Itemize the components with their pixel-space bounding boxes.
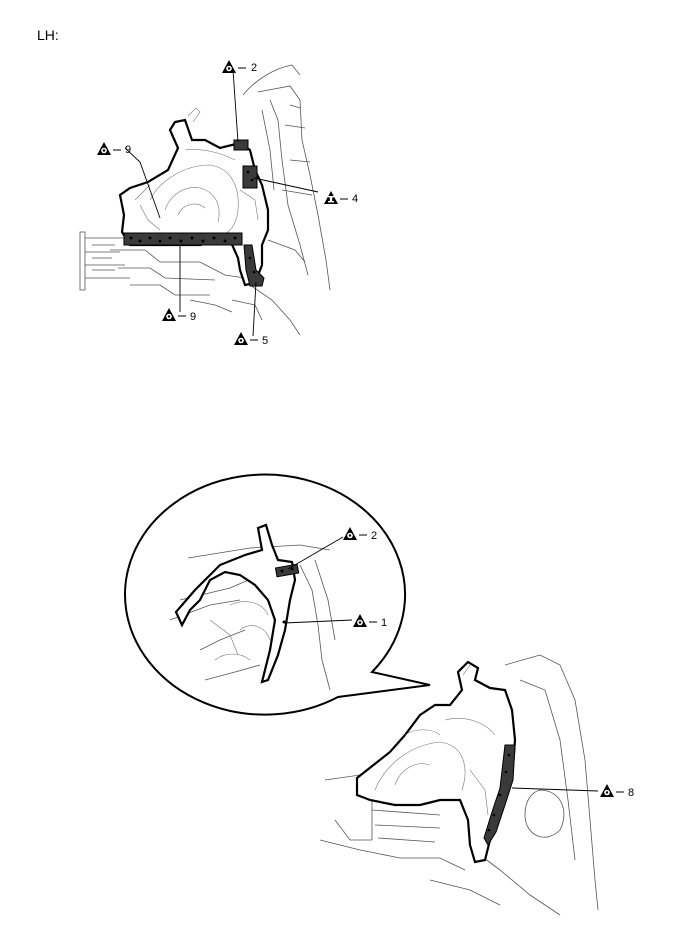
callout-label: 2 xyxy=(371,530,377,542)
weld-spot-icon xyxy=(600,784,614,797)
callout-label: 9 xyxy=(190,311,196,323)
bottom-assembly: 2 1 8 xyxy=(124,473,634,916)
weld-spot-icon xyxy=(162,308,176,321)
callout-label: 4 xyxy=(352,193,358,205)
top-weld-strip-bottom xyxy=(123,232,243,246)
page-label: LH: xyxy=(37,27,59,43)
lower-panel-details xyxy=(374,664,496,816)
top-assembly: 2 9 4 9 5 xyxy=(79,60,358,347)
weld-info-icon xyxy=(324,191,338,204)
lower-inner-panel xyxy=(355,660,517,864)
top-weld-patch-upper xyxy=(233,139,249,151)
bottom-leaders xyxy=(283,536,599,792)
lower-body-structure xyxy=(319,654,599,916)
bubble-weld-patch xyxy=(274,563,300,578)
weld-spot-icon xyxy=(222,60,236,73)
callout-label: 5 xyxy=(262,335,268,347)
callout-label: 9 xyxy=(125,144,131,156)
top-panel-details xyxy=(134,107,259,241)
top-leaders xyxy=(124,69,319,337)
weld-spot-icon xyxy=(234,332,248,345)
callout-label: 1 xyxy=(381,617,387,629)
callout-label: 2 xyxy=(251,62,257,74)
bubble-details xyxy=(169,544,336,691)
weld-spot-icon xyxy=(97,142,111,155)
top-weld-dots-bottom xyxy=(129,236,237,243)
top-weld-patch-mid xyxy=(242,165,258,189)
top-body-structure xyxy=(79,64,331,336)
callout-label: 8 xyxy=(628,787,634,799)
top-weld-patch-lower xyxy=(243,244,265,287)
